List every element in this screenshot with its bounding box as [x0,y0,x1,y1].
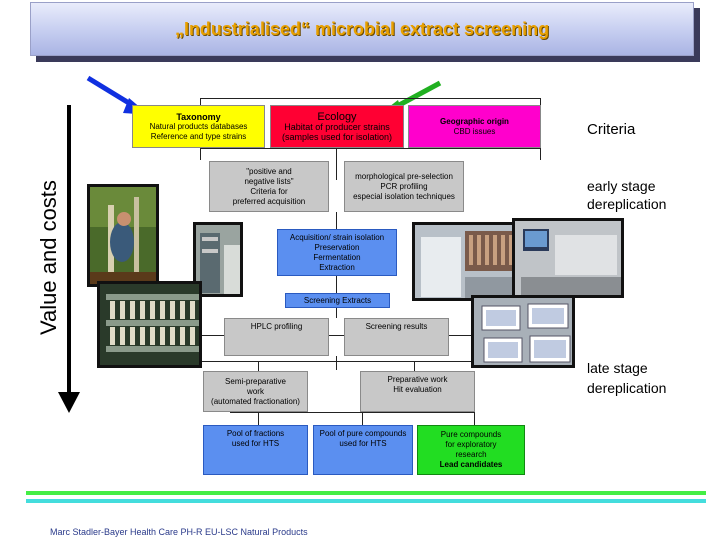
taxonomy-line: Natural products databases [149,121,248,131]
taxonomy-line: Reference and type strains [150,131,247,141]
late-stage-line: late stage [587,360,648,376]
prep-box: Preparative work Hit evaluation [360,371,475,412]
hplc-box: HPLC profiling [224,318,329,356]
acquisition-line: Fermentation [313,252,361,262]
fermentation-rack-photo [97,281,202,368]
lab-equipment-photo [512,218,624,298]
semiprep-box: Semi-preparative work (automated fractio… [203,371,308,412]
microplates-photo [471,295,575,368]
geographic-heading: Geographic origin [440,116,509,126]
lead-candidates-label: Lead candidates [439,460,503,469]
lists-line: preferred acquisition [232,196,306,206]
title-bar: „Industrialised“ microbial extract scree… [30,2,694,56]
pool-fractions-box: Pool of fractions used for HTS [203,425,308,475]
geographic-box: Geographic origin CBD issues [408,105,541,148]
screening-results-box: Screening results [344,318,449,356]
acquisition-line: Preservation [314,242,360,252]
acquisition-line: Acquisition/ strain isolation [289,232,385,242]
semiprep-line: (automated fractionation) [211,396,300,406]
hplc-label: HPLC profiling [250,322,303,331]
morph-line: especial isolation techniques [353,191,455,201]
ecology-line: (samples used for isolation) [281,131,393,142]
late-stage-line: dereplication [587,380,667,396]
criteria-label: Criteria [587,121,636,138]
field-sampling-photo [87,184,159,287]
screening-extracts-label: Screening Extracts [303,295,372,305]
semiprep-line: work [247,386,264,396]
screening-results-label: Screening results [365,322,428,331]
pool-pure-line: Pool of pure compounds [319,429,407,438]
early-stage-line: dereplication [587,196,667,212]
ecology-line: Habitat of producer strains [284,121,390,132]
page-title: „Industrialised“ microbial extract scree… [174,18,550,39]
pool-fractions-line: Pool of fractions [226,429,285,438]
acquisition-line: Extraction [319,262,355,272]
pool-fractions-line: used for HTS [231,439,280,448]
late-stage-label: late stage dereplication [587,358,666,398]
lists-box: "positive and negative lists" Criteria f… [209,161,329,212]
pool-pure-line: used for HTS [339,439,387,448]
footer-line-green [26,491,706,495]
taxonomy-box: Taxonomy Natural products databases Refe… [132,105,265,148]
down-arrow-icon [58,105,80,413]
morph-box: morphological pre-selection PCR profilin… [344,161,464,212]
prep-line: Preparative work [387,375,448,384]
morph-line: PCR profiling [380,181,428,191]
footer-credit: Marc Stadler-Bayer Health Care PH-R EU-L… [50,527,308,537]
pure-compounds-line: Pure compounds [440,430,502,439]
ecology-heading: Ecology [317,110,357,123]
screening-extracts-box: Screening Extracts [285,293,390,308]
early-stage-line: early stage [587,178,656,194]
semiprep-line: Semi-preparative [225,376,286,386]
lab-bench-photo [193,222,243,297]
lists-line: negative lists" [244,176,294,186]
footer-line-cyan [26,499,706,503]
lists-line: "positive and [246,166,292,176]
pure-compounds-box: Pure compounds for exploratory research … [417,425,525,475]
early-stage-label: early stage dereplication [587,177,666,213]
pool-pure-box: Pool of pure compounds used for HTS [313,425,413,475]
prep-line: Hit evaluation [393,385,442,394]
taxonomy-heading: Taxonomy [176,111,221,122]
acquisition-box: Acquisition/ strain isolation Preservati… [277,229,397,276]
pure-compounds-line: for exploratory [445,440,497,449]
ecology-box: Ecology Habitat of producer strains (sam… [270,105,404,148]
lists-line: Criteria for [250,186,288,196]
geographic-line: CBD issues [453,126,496,136]
hplc-lab-photo [412,222,520,301]
morph-line: morphological pre-selection [355,171,453,181]
pure-compounds-line: research [455,450,487,459]
